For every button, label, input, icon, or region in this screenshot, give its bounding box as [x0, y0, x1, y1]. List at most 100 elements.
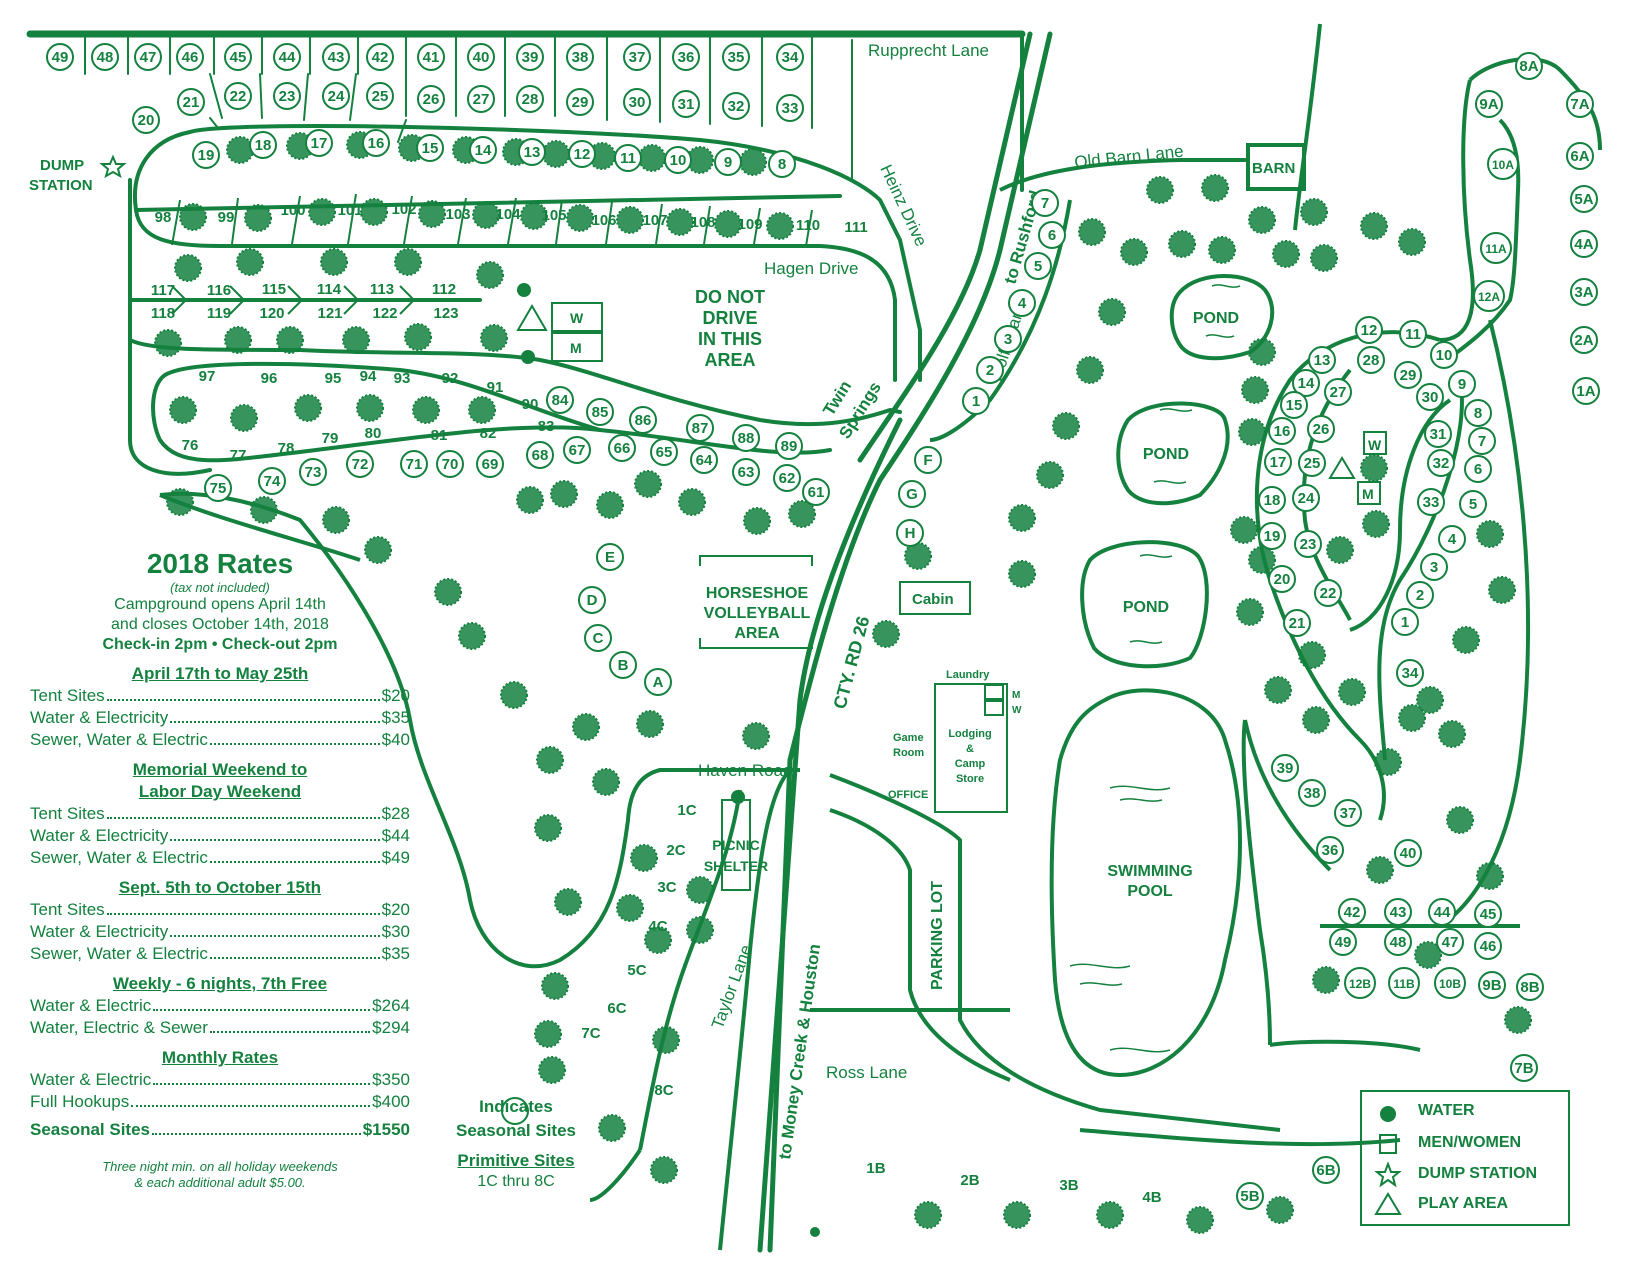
campsite-98: 98: [155, 209, 172, 226]
rate-row: Water & Electric$264: [30, 995, 410, 1017]
campsite-25: 25: [1298, 449, 1326, 477]
campsite-marker: [1464, 455, 1492, 483]
campsite-number: 1A: [1576, 383, 1595, 400]
campsite-43: 43: [1384, 898, 1412, 926]
rate-price: $20: [381, 686, 410, 705]
campsite-marker: [1298, 449, 1326, 477]
campsite-marker: [1510, 1054, 1538, 1082]
campsite-marker: [596, 543, 624, 571]
campsite-number: 16: [1274, 423, 1291, 440]
campsite-28: 28: [1357, 346, 1385, 374]
label-rupprecht-lane: Rupprecht Lane: [868, 41, 989, 60]
campsite-30: 30: [1416, 383, 1444, 411]
label-lodging-1: Lodging: [948, 728, 991, 740]
campsite-marker: [1384, 928, 1412, 956]
campsite-95: 95: [325, 370, 342, 387]
campsite-22: 22: [1314, 579, 1342, 607]
campsite-4: 4: [1438, 525, 1466, 553]
rate-leader: [209, 847, 380, 863]
label-old-barn-lane: Old Barn Lane: [1073, 142, 1184, 172]
water-icons: [517, 283, 745, 804]
map-legend: WATER MEN/WOMEN DUMP STATION PLAY AREA: [1360, 1090, 1570, 1226]
campsite-8A: 8A: [1515, 52, 1543, 80]
campsite-44: 44: [273, 43, 301, 71]
campsite-marker: [1008, 289, 1036, 317]
campsite-number: G: [906, 486, 918, 503]
rates-title: 2018 Rates: [146, 548, 294, 579]
campsite-105: 105: [541, 207, 566, 224]
campsite-number: 11B: [1393, 977, 1415, 991]
campsite-114: 114: [317, 281, 342, 298]
campsite-number: 12: [574, 146, 591, 163]
campsite-number: 36: [1322, 842, 1339, 859]
campsite-6B: 6B: [1312, 1156, 1340, 1184]
campsite-number: 45: [1480, 906, 1497, 923]
campsite-106: 106: [591, 212, 616, 229]
campsite-number: 18: [255, 137, 272, 154]
campsite-marker: [1031, 189, 1059, 217]
label-taylor-lane: Taylor Lane: [708, 942, 756, 1031]
campsite-marker: [417, 85, 445, 113]
campsite-43: 43: [322, 43, 350, 71]
campsite-number: 86: [635, 412, 652, 429]
campsite-80: 80: [365, 425, 382, 442]
campsite-94: 94: [360, 368, 377, 385]
campsite-42: 42: [366, 43, 394, 71]
campsite-4B: 4B: [1142, 1189, 1161, 1206]
campsite-2C: 2C: [666, 842, 685, 859]
campsite-37: 37: [1334, 799, 1362, 827]
rate-row: Tent Sites$20: [30, 899, 410, 921]
label-cabin: Cabin: [912, 591, 954, 608]
rate-label: Seasonal Sites: [30, 1120, 151, 1139]
campsite-9A: 9A: [1475, 90, 1503, 118]
campsite-38: 38: [566, 43, 594, 71]
rate-label: Sewer, Water & Electric: [30, 944, 208, 963]
rate-section-heading: April 17th to May 25th: [131, 664, 309, 683]
campsite-number: F: [923, 452, 932, 469]
rate-price: $20: [381, 900, 410, 919]
campsite-number: 7: [1041, 195, 1049, 212]
rate-label: Water & Electricity: [30, 922, 169, 941]
campsite-marker: [322, 82, 350, 110]
campsite-122: 122: [372, 305, 397, 322]
campsite-marker: [134, 43, 162, 71]
campsite-6C: 6C: [607, 1000, 626, 1017]
campsite-79: 79: [322, 430, 339, 447]
campsite-marker: [722, 43, 750, 71]
campsite-number: 1: [1401, 614, 1409, 631]
campsite-91: 91: [487, 379, 504, 396]
campsite-number: 8B: [1520, 979, 1539, 996]
campsite-number: 45: [230, 49, 247, 66]
campsite-marker: [732, 424, 760, 452]
campsite-marker: [1316, 836, 1344, 864]
campsite-29: 29: [1394, 361, 1422, 389]
campsite-marker: [1038, 221, 1066, 249]
buildings: [551, 302, 1387, 891]
campsite-26: 26: [417, 85, 445, 113]
campsite-100: 100: [280, 202, 305, 219]
campsite-27: 27: [1324, 378, 1352, 406]
campsite-marker: [1396, 659, 1424, 687]
campsite-number: 10: [1436, 347, 1453, 364]
campsite-marker: [566, 88, 594, 116]
campsite-10: 10: [664, 146, 692, 174]
campsite-marker: [177, 88, 205, 116]
campsite-7: 7: [1468, 427, 1496, 455]
campsite-marker: [608, 434, 636, 462]
rate-price: $294: [372, 1018, 410, 1037]
legend-icons: [1374, 1106, 1402, 1215]
campsite-90: 90: [522, 396, 539, 413]
campsite-number: 28: [522, 91, 539, 108]
campsite-marker: [896, 519, 924, 547]
campsite-marker: [1388, 967, 1420, 999]
campsite-marker: [578, 586, 606, 614]
campsite-20: 20: [1268, 565, 1296, 593]
campsite-number: 11: [1405, 326, 1421, 343]
campsite-marker: [416, 134, 444, 162]
campsite-72: 72: [346, 450, 374, 478]
campsite-number: 73: [305, 464, 322, 481]
rate-leader: [106, 685, 380, 701]
campsite-121: 121: [317, 305, 342, 322]
campsite-marker: [299, 458, 327, 486]
label-restroom-w-west: W: [570, 310, 584, 326]
